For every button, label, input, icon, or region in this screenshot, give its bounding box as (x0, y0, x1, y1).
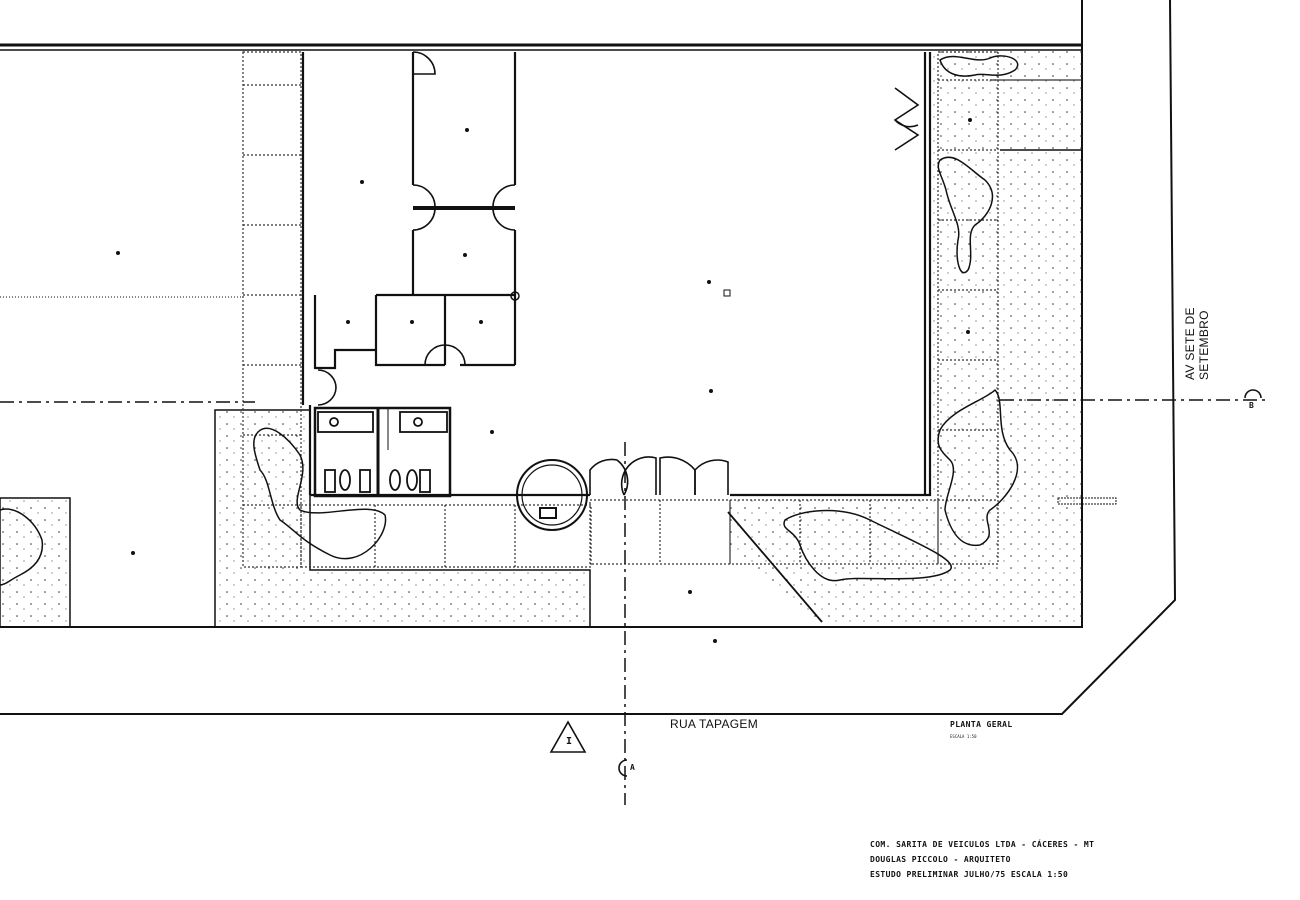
section-marker-b-shape (1244, 389, 1262, 399)
street-label-bottom: RUA TAPAGEM (670, 717, 758, 731)
paving-grid-right (589, 51, 1082, 565)
plan-title: PLANTA GERAL (950, 720, 1013, 729)
title-block-line2: DOUGLAS PICCOLO - ARQUITETO (870, 855, 1011, 864)
section-marker-a: A (630, 763, 635, 772)
circular-booth (516, 459, 588, 531)
north-boundary-wall (0, 0, 1083, 51)
building-walls (0, 52, 932, 497)
title-block: COM. SARITA DE VEICULOS LTDA - CÁCERES -… (870, 840, 1094, 885)
restrooms (313, 406, 452, 498)
plan-scale: ESCALA 1:50 (950, 734, 977, 739)
street-label-right: AV SETE DE SETEMBRO (1183, 307, 1211, 380)
north-arrow-label: I (566, 736, 573, 747)
title-block-line1: COM. SARITA DE VEICULOS LTDA - CÁCERES -… (870, 840, 1095, 849)
title-block-line3: ESTUDO PRELIMINAR JULHO/75 ESCALA 1:50 (870, 870, 1069, 879)
planters (0, 55, 1019, 586)
section-marker-b: B (1249, 401, 1254, 410)
door-swings (317, 51, 920, 496)
fixture-points (116, 118, 1117, 643)
north-arrow-icon (549, 720, 587, 753)
section-marker-a-shape (618, 759, 628, 777)
section-lines (0, 399, 1270, 805)
landscape-areas (0, 50, 1083, 628)
ramp-line (727, 511, 823, 623)
